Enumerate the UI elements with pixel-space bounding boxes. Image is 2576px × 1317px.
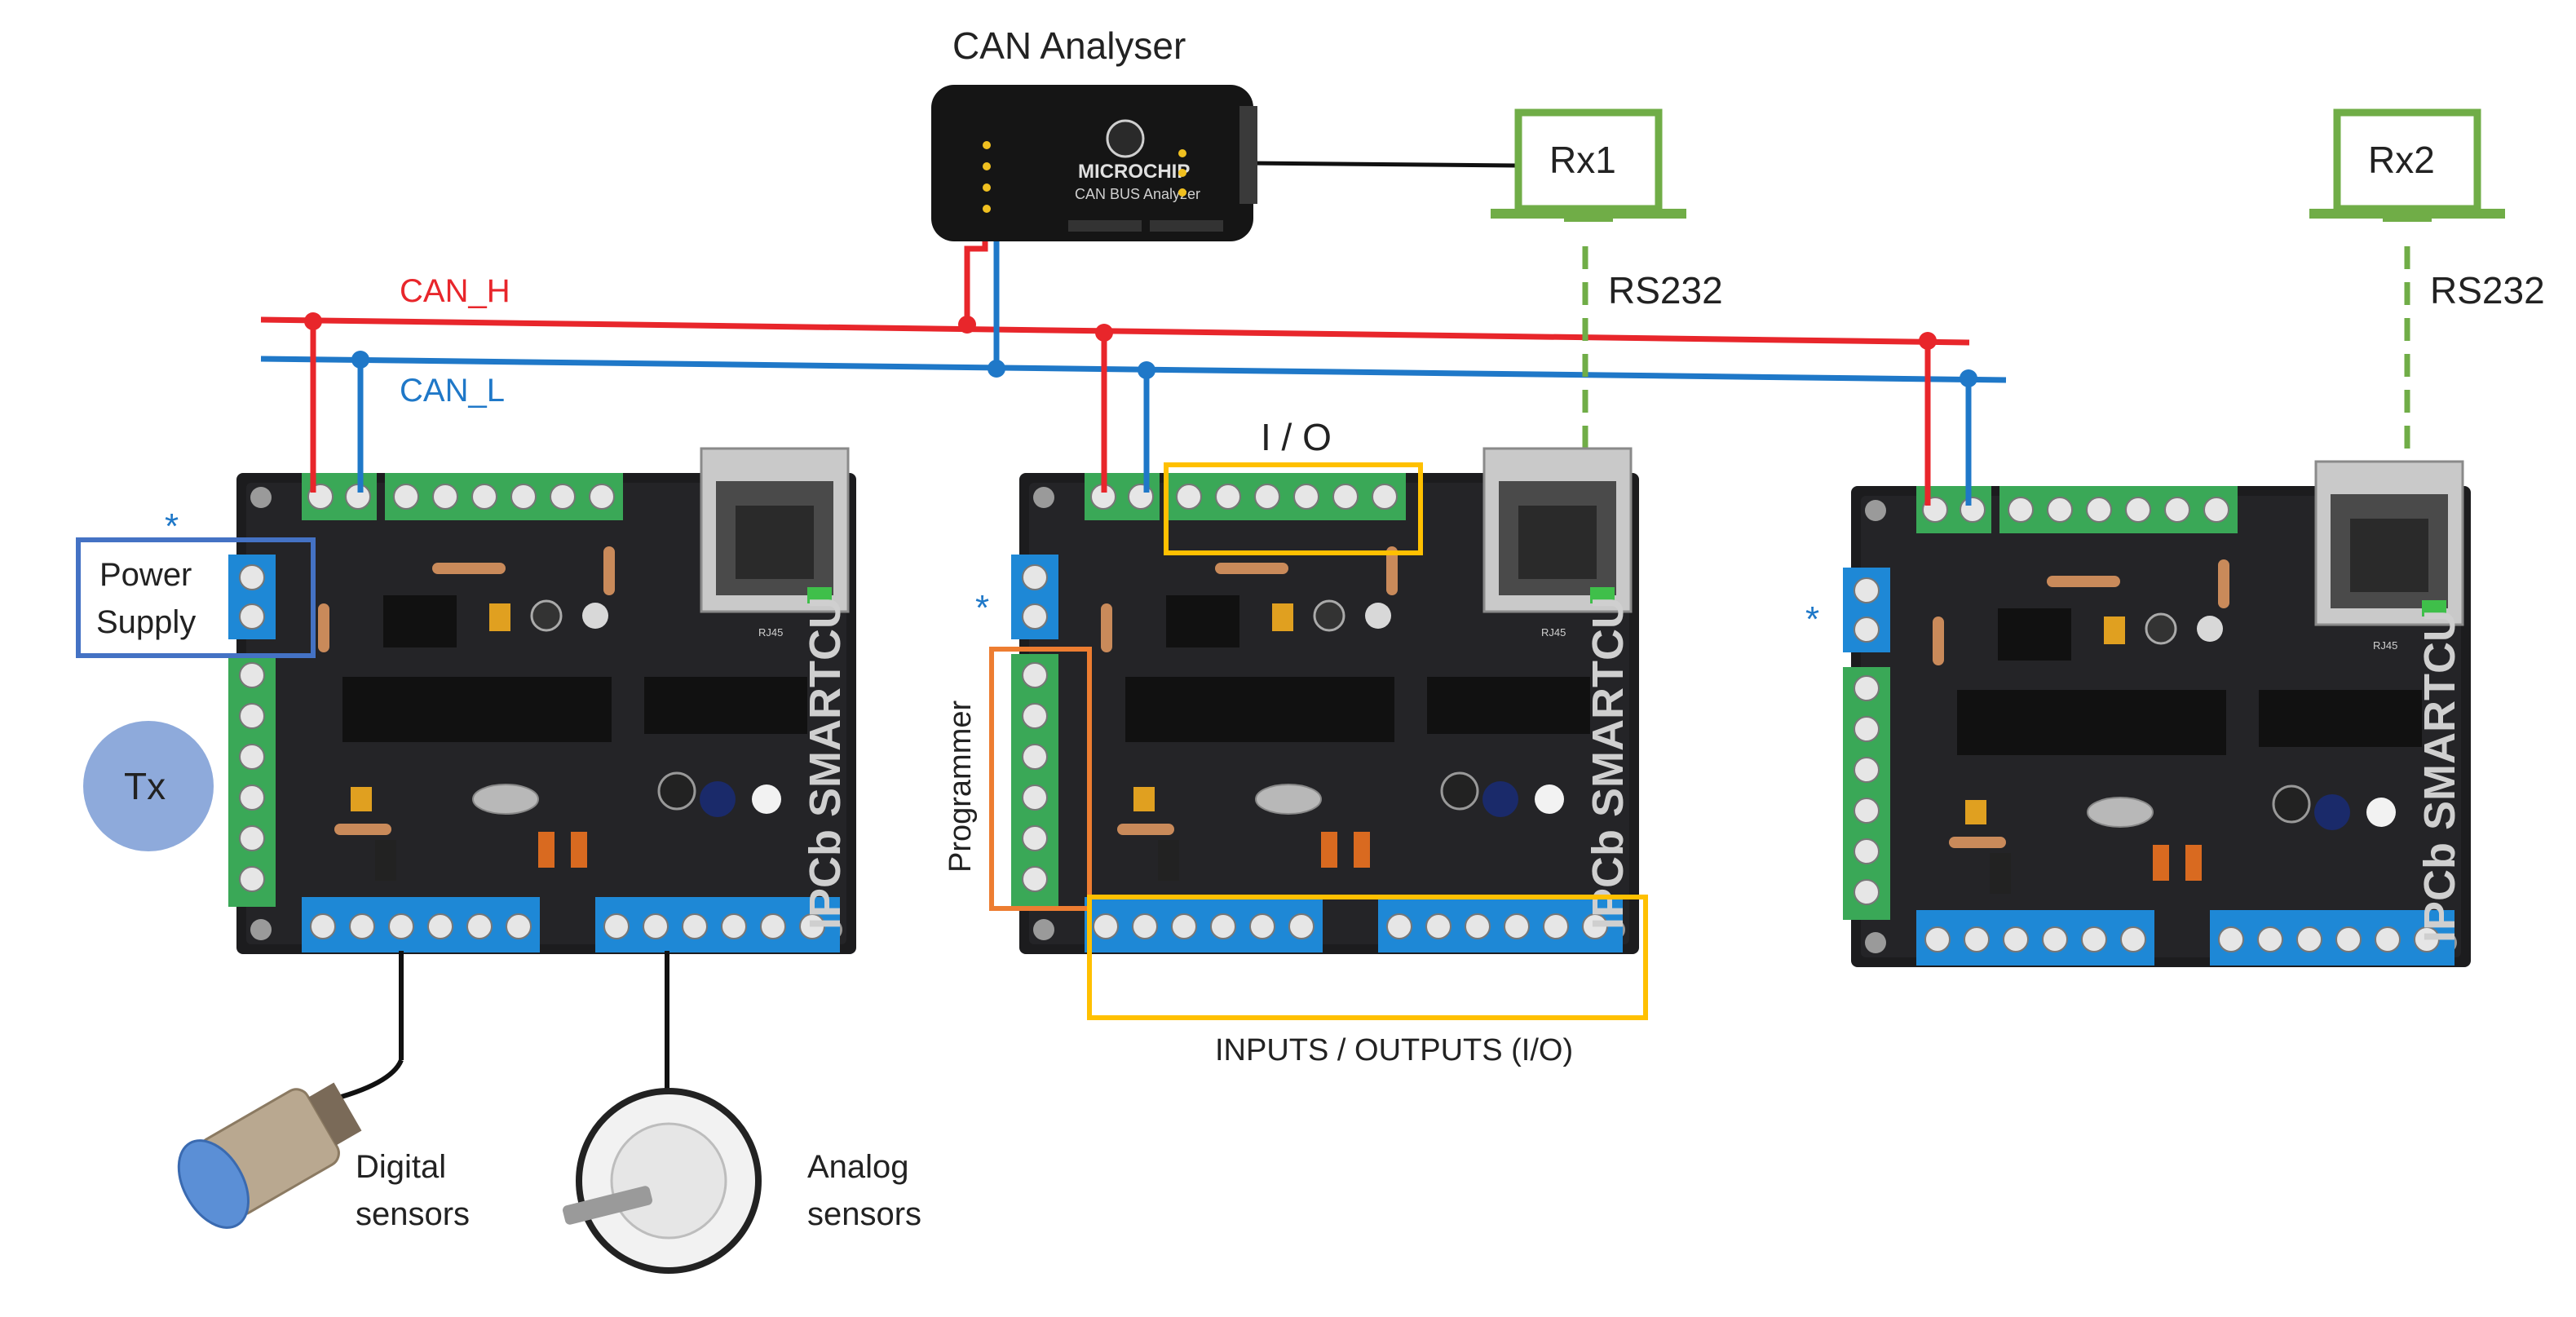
analyser-can-l-junction — [988, 360, 1005, 378]
can-analyser-device — [931, 85, 1253, 241]
control-board-2: * I / O Programmer INPUTS / OUTPUTS (I/O… — [943, 324, 1648, 1067]
can-l-line — [260, 356, 2007, 383]
can-l-label: CAN_L — [400, 373, 505, 409]
board-3-marker: * — [1805, 599, 1819, 639]
rs232-label-2: RS232 — [2430, 269, 2545, 312]
analog-sensor-label-line2: sensors — [807, 1196, 921, 1232]
power-supply-label-line2: Supply — [96, 604, 196, 640]
rs232-label-1: RS232 — [1608, 269, 1723, 312]
power-supply-box — [76, 537, 316, 658]
digital-sensor: Digital sensors — [177, 1058, 470, 1232]
receiver-rx1-label: Rx1 — [1549, 139, 1616, 181]
io-highlight-box — [1164, 462, 1423, 555]
receiver-rx2-label: Rx2 — [2368, 139, 2435, 181]
receiver-rx2: Rx2 RS232 — [2309, 113, 2545, 470]
control-board-1: * Power Supply Tx — [76, 312, 858, 1060]
power-supply-label-line1: Power — [99, 557, 192, 593]
can-h-line — [260, 316, 1970, 346]
transmitter-label: Tx — [124, 765, 166, 807]
board-1-marker: * — [165, 506, 179, 546]
io-terminals-highlight-box — [1087, 895, 1648, 1020]
digital-sensor-label-line2: sensors — [356, 1196, 470, 1232]
programmer-label: Programmer — [943, 700, 978, 873]
can-analyser-title: CAN Analyser — [952, 24, 1186, 67]
can-analyser: CAN Analyser MICROCHIP CAN BUS Analyzer — [931, 24, 1257, 241]
board-2-marker: * — [975, 588, 989, 628]
analyser-can-h-junction — [958, 316, 976, 334]
programmer-highlight-box — [989, 647, 1092, 911]
inputs-outputs-label: INPUTS / OUTPUTS (I/O) — [1215, 1033, 1573, 1067]
digital-sensor-label-line1: Digital — [356, 1149, 446, 1185]
analyser-usb-cable — [1247, 161, 1518, 168]
analog-sensor: Analog sensors — [563, 1060, 921, 1274]
can-analyser-brand: MICROCHIP — [1078, 161, 1190, 183]
receiver-rx1: Rx1 RS232 — [1491, 113, 1723, 457]
analyser-connections — [958, 161, 1518, 378]
can-bus: CAN_H CAN_L — [260, 273, 2007, 409]
transmitter-badge — [83, 721, 214, 851]
can-h-label: CAN_H — [400, 273, 510, 309]
can-analyser-model: CAN BUS Analyzer — [1075, 186, 1200, 202]
io-label: I / O — [1261, 416, 1332, 458]
analog-sensor-label-line1: Analog — [807, 1149, 909, 1185]
analyser-can-h-wire — [964, 235, 988, 323]
control-board-3: * — [1805, 332, 2472, 969]
